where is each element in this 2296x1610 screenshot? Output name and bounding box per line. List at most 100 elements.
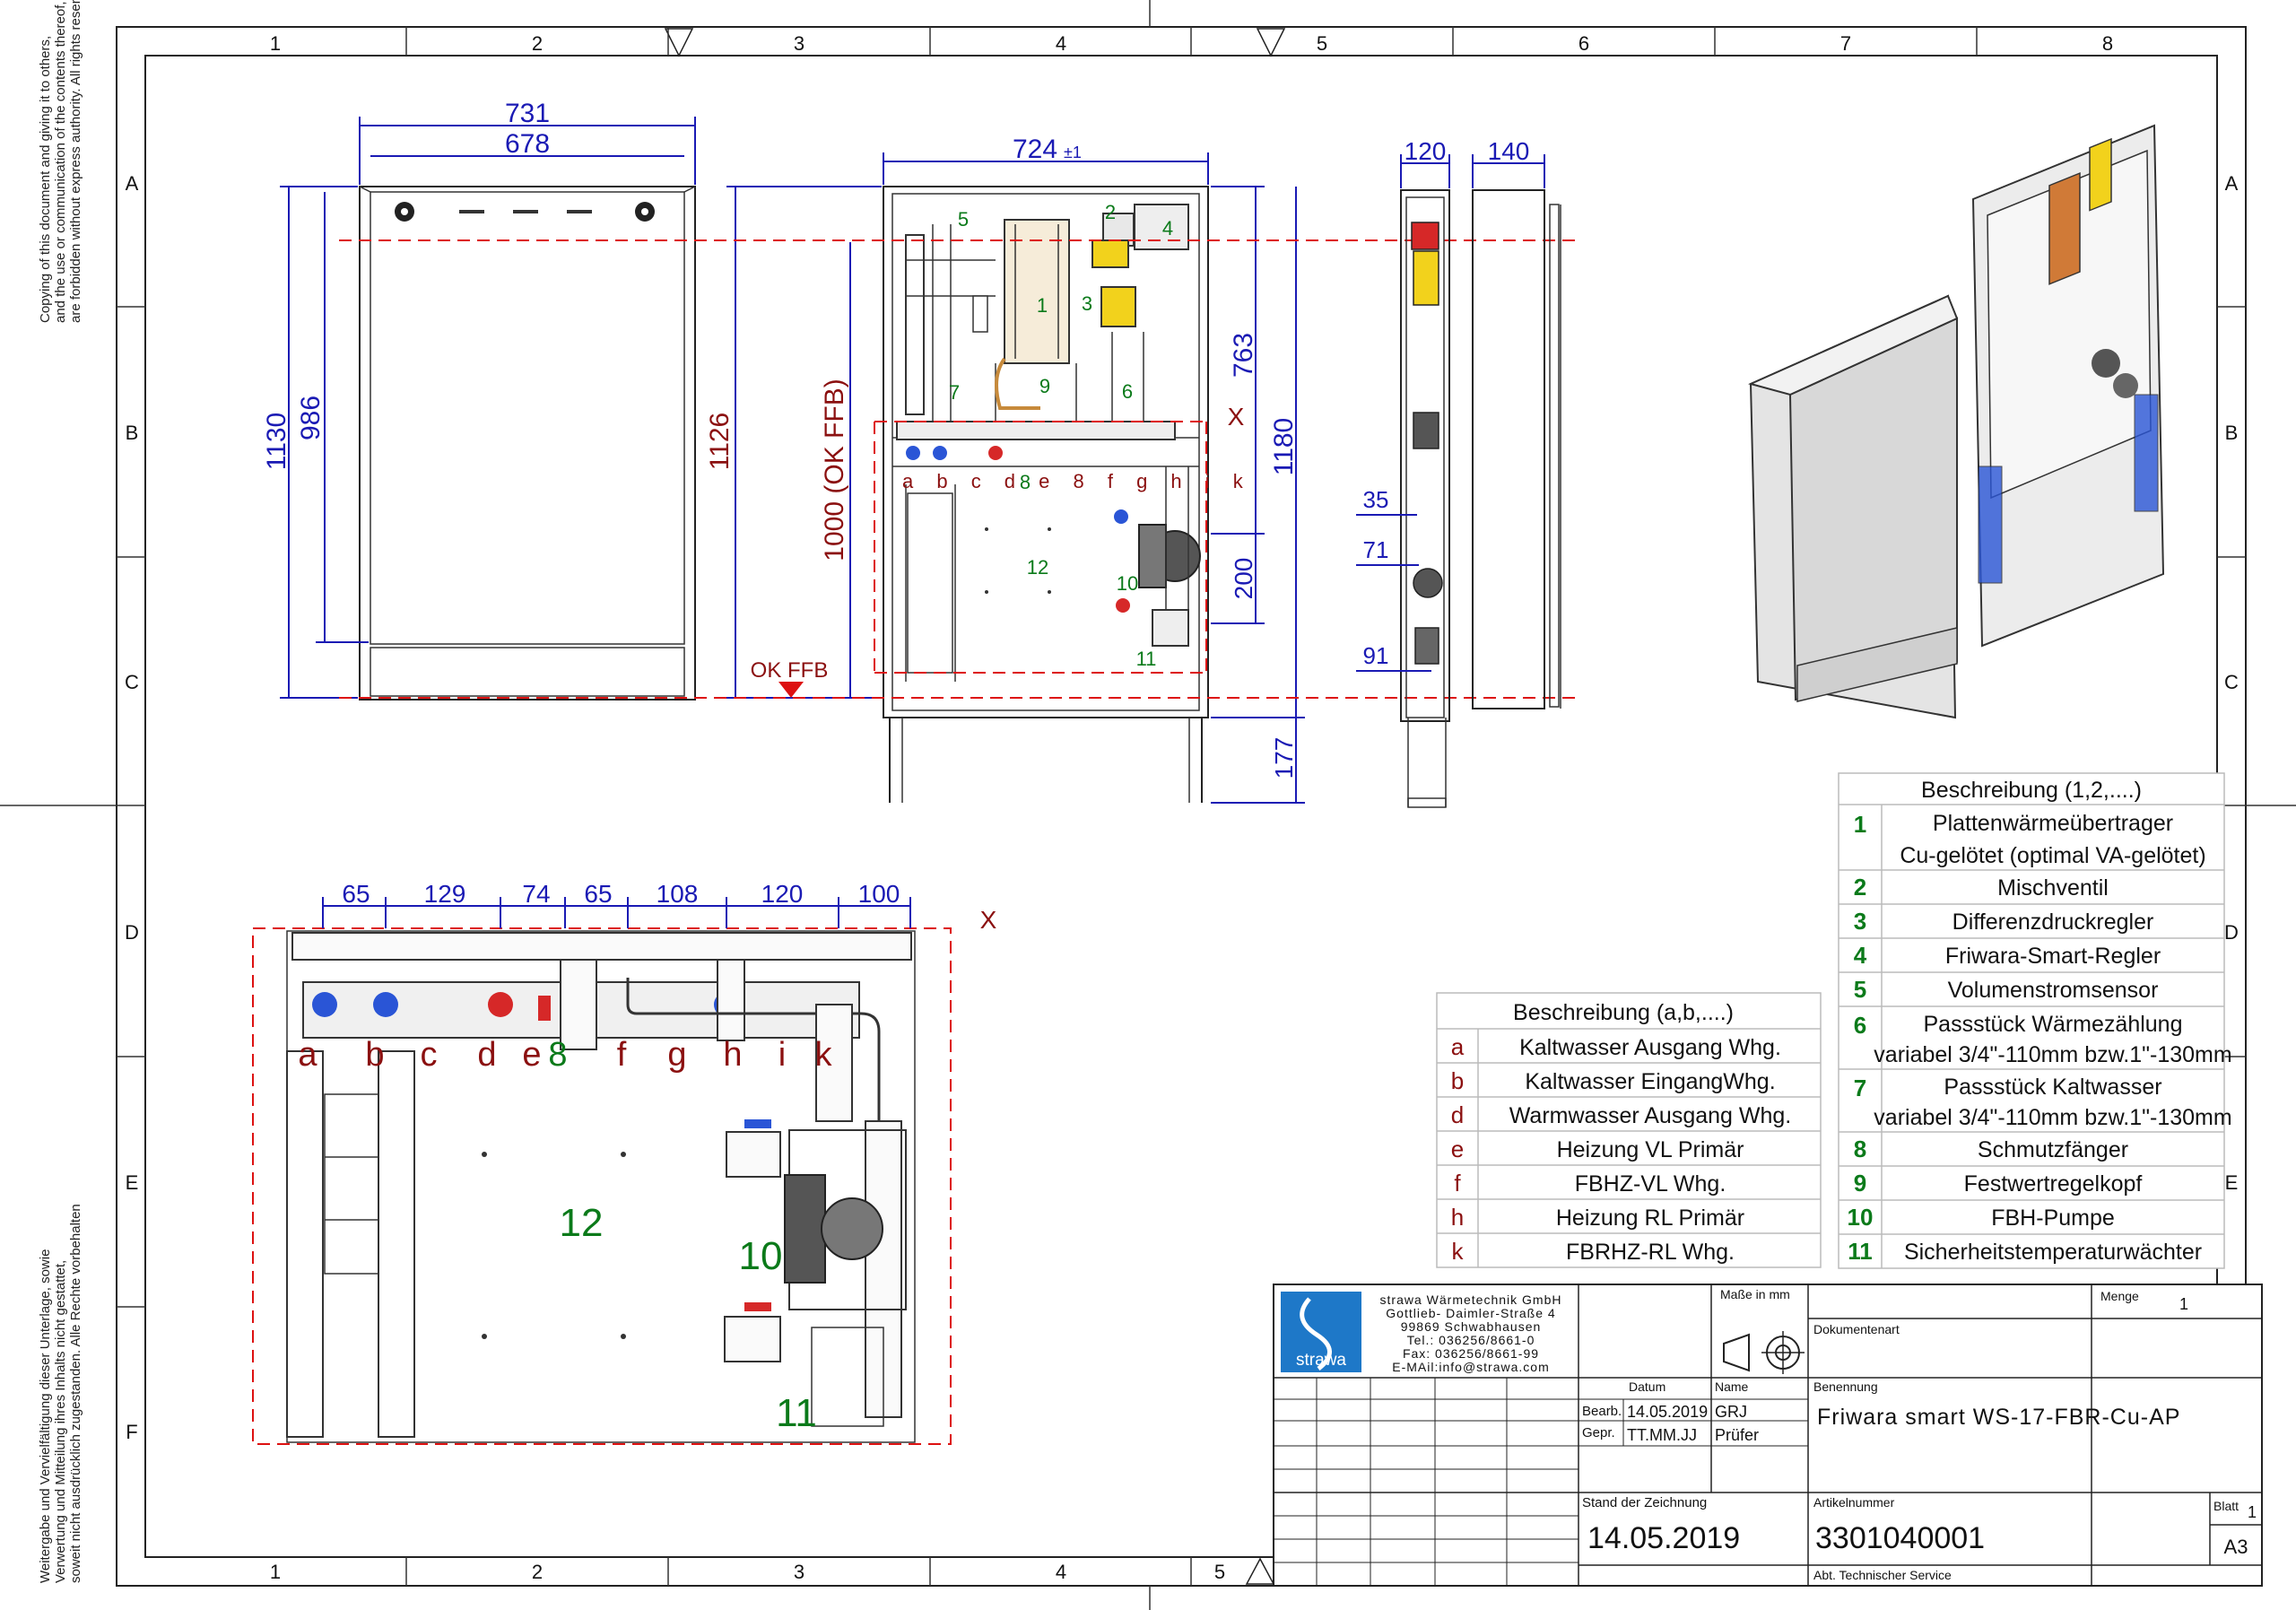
front-view-dimensions: 731 678 1130 986 xyxy=(262,99,696,699)
dim-label: 177 xyxy=(1270,737,1298,779)
legend-key: e xyxy=(1451,1136,1464,1162)
x-mark: X xyxy=(1228,403,1245,431)
legend-key: 6 xyxy=(1854,1012,1866,1039)
legend-key: 2 xyxy=(1854,874,1866,901)
dim-label: 108 xyxy=(657,880,699,908)
datum-label: Datum xyxy=(1629,1379,1665,1394)
legend-key: a xyxy=(1451,1033,1465,1060)
grid-row-label: A xyxy=(126,172,139,195)
dim-label: 65 xyxy=(342,880,370,908)
grid-rows-left: A B C D E F xyxy=(117,172,145,1443)
grid-col-label: 2 xyxy=(532,1561,543,1583)
legend-key: 7 xyxy=(1854,1075,1866,1101)
company-line: strawa Wärmetechnik GmbH xyxy=(1380,1292,1562,1307)
grid-row-label: B xyxy=(126,422,139,444)
grid-col-label: 1 xyxy=(270,32,281,55)
blatt-value: 1 xyxy=(2248,1503,2257,1521)
legend-key: k xyxy=(1452,1238,1465,1265)
legend-text: Friwara-Smart-Regler xyxy=(1945,944,2161,969)
dim-tolerance: ±1 xyxy=(1064,144,1082,161)
grid-columns-bottom: 1 2 3 4 5 xyxy=(270,1557,1225,1586)
legend-text: Passstück Kaltwasser xyxy=(1944,1075,2161,1100)
grid-col-label: 2 xyxy=(532,32,543,55)
dim-label: 763 xyxy=(1229,333,1258,378)
connection-letter: g xyxy=(667,1036,686,1074)
strawa-logo xyxy=(1281,1292,1361,1372)
gepr-label: Gepr. xyxy=(1582,1425,1615,1440)
detail-view xyxy=(252,927,952,1445)
grid-col-label: 3 xyxy=(794,1561,804,1583)
dim-label: 91 xyxy=(1363,642,1389,669)
connection-letter: f xyxy=(617,1036,627,1074)
legend-key: d xyxy=(1451,1101,1464,1128)
legend-text: Passstück Wärmezählung xyxy=(1923,1012,2182,1037)
component-label: 2 xyxy=(1105,201,1116,223)
grid-row-label: B xyxy=(2225,422,2239,444)
legend-title: Beschreibung (1,2,....) xyxy=(1921,778,2142,803)
isometric-cover xyxy=(1748,294,1959,719)
dim-label: 65 xyxy=(584,880,612,908)
grid-col-label: 4 xyxy=(1056,32,1066,55)
connection-letter: 8 xyxy=(548,1036,567,1074)
dokumentenart-label: Dokumentenart xyxy=(1813,1322,1900,1336)
grid-col-label: 8 xyxy=(2102,32,2113,55)
component-label: 6 xyxy=(1122,380,1133,403)
component-label: 5 xyxy=(958,208,969,231)
dim-label: 120 xyxy=(761,880,804,908)
isometric-open-station xyxy=(1971,124,2165,648)
legend-numbers-table: Beschreibung (1,2,....) 1 Plattenwärmeüb… xyxy=(1838,772,2232,1269)
grid-row-label: E xyxy=(126,1171,139,1194)
bearb-label: Bearb. xyxy=(1582,1404,1622,1419)
dim-label: 100 xyxy=(858,880,900,908)
dim-label: 678 xyxy=(505,129,550,159)
reference-dashed-lines xyxy=(339,239,1578,699)
title-block: strawa strawa Wärmetechnik GmbH Gottlieb… xyxy=(1273,1284,2263,1587)
artikel-value: 3301040001 xyxy=(1815,1521,1985,1555)
legend-text: Plattenwärmeübertrager xyxy=(1933,811,2173,836)
grid-col-label: 7 xyxy=(1840,32,1851,55)
connection-letter: c xyxy=(421,1036,438,1074)
grid-col-label: 6 xyxy=(1578,32,1589,55)
x-mark: X xyxy=(980,906,997,934)
dim-label: 986 xyxy=(296,396,326,440)
dim-label: 129 xyxy=(424,880,466,908)
component-label: 10 xyxy=(1117,572,1138,595)
logo-text: strawa xyxy=(1296,1351,1346,1370)
name-label: Name xyxy=(1715,1379,1749,1394)
legend-key: h xyxy=(1451,1204,1464,1231)
legend-text: Warmwasser Ausgang Whg. xyxy=(1509,1103,1791,1128)
legend-key: 5 xyxy=(1854,976,1866,1003)
component-label: 8 xyxy=(1020,471,1031,493)
connection-letter: b xyxy=(365,1036,384,1074)
legend-key: 3 xyxy=(1854,908,1866,935)
legend-text: Sicherheitstemperaturwächter xyxy=(1904,1240,2202,1265)
component-label: 10 xyxy=(739,1234,783,1278)
dim-label: 74 xyxy=(522,880,550,908)
legend-key: 8 xyxy=(1854,1136,1866,1162)
legend-title: Beschreibung (a,b,....) xyxy=(1513,1000,1734,1025)
dim-label: 140 xyxy=(1488,137,1530,165)
benennung-label: Benennung xyxy=(1813,1379,1878,1394)
dim-label: 1000 (OK FFB) xyxy=(820,379,849,561)
detail-dimensions: 65 129 74 65 108 120 100 X xyxy=(322,880,997,934)
connection-letter: d xyxy=(477,1036,496,1074)
company-line: 99869 Schwabhausen xyxy=(1401,1319,1542,1334)
company-line: Fax: 036256/8661-99 xyxy=(1403,1346,1539,1361)
component-label: 3 xyxy=(1082,292,1092,315)
blatt-label: Blatt xyxy=(2213,1499,2239,1513)
masse-label: Maße in mm xyxy=(1720,1287,1790,1301)
open-view-component-labels: 1 2 3 4 5 6 7 8 9 10 11 12 a b c d e 8 f… xyxy=(902,201,1243,670)
legend-text: variabel 3/4"-110mm bzw.1"-130mm xyxy=(1874,1105,2231,1130)
component-label: 4 xyxy=(1162,217,1173,239)
grid-row-label: D xyxy=(2224,921,2239,944)
artikel-label: Artikelnummer xyxy=(1813,1495,1895,1510)
dim-label: 35 xyxy=(1363,486,1389,513)
grid-columns-top: 1 2 3 4 5 6 7 8 xyxy=(270,27,2113,56)
connection-letter: k xyxy=(815,1036,833,1074)
legend-text: Kaltwasser Ausgang Whg. xyxy=(1519,1035,1781,1060)
dim-label: 1126 xyxy=(705,413,735,471)
grid-col-label: 5 xyxy=(1317,32,1327,55)
stand-label: Stand der Zeichnung xyxy=(1582,1495,1707,1510)
legend-text: Mischventil xyxy=(1997,875,2109,901)
